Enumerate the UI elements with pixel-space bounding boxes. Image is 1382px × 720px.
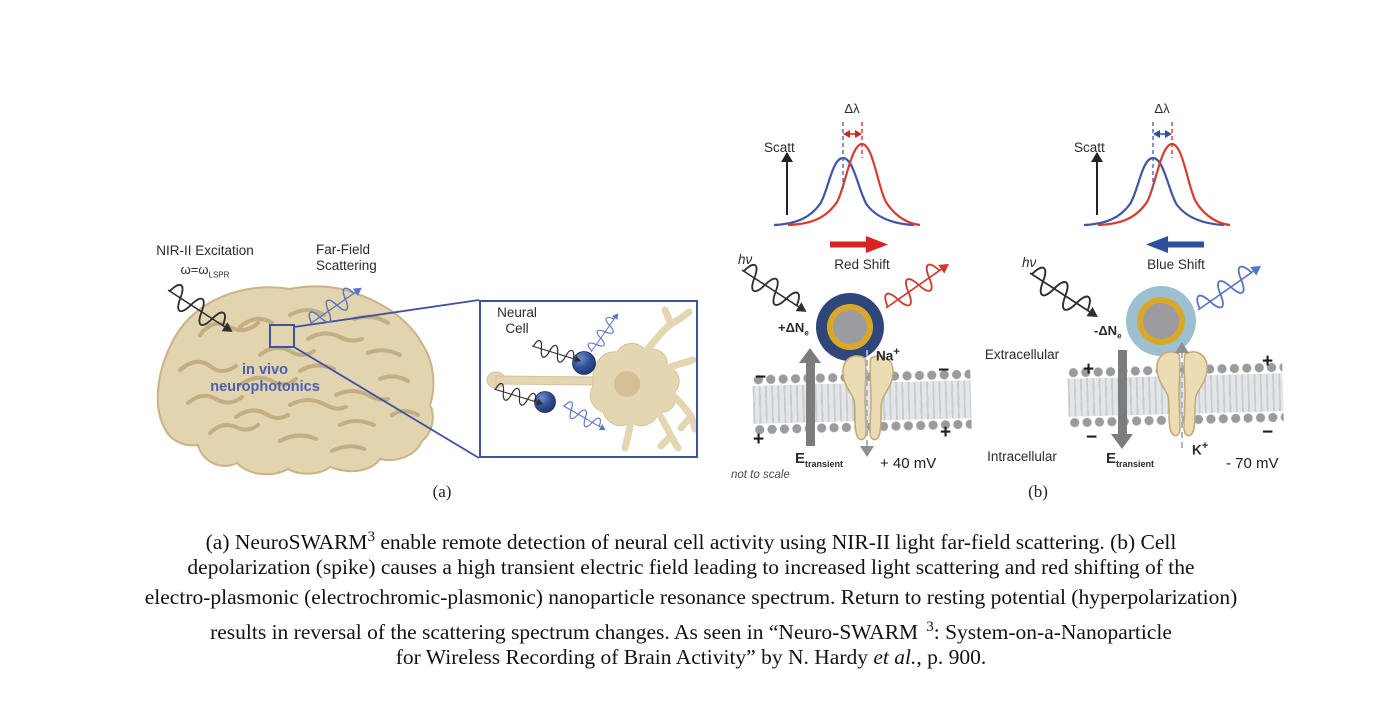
charge-sign: − (755, 367, 767, 388)
red-shift-spectrum (773, 122, 921, 227)
charge-sign: + (1262, 351, 1274, 372)
scatt-axis-label: Scatt (764, 140, 795, 155)
brain-illustration (156, 285, 480, 476)
e-transient-up-arrow (806, 362, 815, 446)
photon-wave-icon (582, 306, 628, 358)
photon-wave-icon (490, 378, 547, 416)
invivo-neurophotonics-label: in vivo neurophotonics (210, 362, 320, 396)
scatt-axis-arrow (786, 161, 788, 215)
potassium-flow-dashed-arrow (1181, 352, 1183, 448)
photon-wave-icon (1020, 257, 1109, 334)
blue-shift-arrow (1146, 236, 1204, 253)
delta-lambda-label: Δλ (1154, 101, 1170, 116)
caption-line: depolarization (spike) causes a high tra… (187, 555, 1195, 579)
potassium-ion-label: K+ (1192, 440, 1209, 458)
e-transient-up-arrowhead (799, 348, 821, 363)
not-to-scale-label: not to scale (731, 469, 790, 481)
red-shift-label: Red Shift (834, 257, 890, 272)
neural-cell-inset (479, 300, 698, 458)
membrane-potential-label: + 40 mV (880, 455, 937, 472)
charge-sign: − (1262, 422, 1274, 443)
sodium-channel (842, 355, 894, 441)
red-shift-arrow (830, 236, 888, 253)
nanoparticle-lower (534, 391, 556, 413)
charge-sign: − (938, 360, 950, 381)
intracellular-label: Intracellular (987, 449, 1057, 464)
blue-shift-spectrum (1083, 122, 1231, 227)
scatt-axis-arrowhead (781, 152, 793, 162)
panel-b-label: (b) (1028, 482, 1048, 501)
e-transient-label: Etransient (795, 450, 844, 469)
e-transient-down-arrow (1118, 350, 1127, 434)
caption-line: results in reversal of the scattering sp… (210, 619, 1172, 645)
hv-label: hν (738, 252, 753, 267)
blue-shift-label: Blue Shift (1147, 257, 1205, 272)
nir-excitation-label: NIR-II Excitation (156, 243, 254, 258)
caption-line: electro-plasmonic (electrochromic-plasmo… (144, 585, 1238, 609)
panel-a-label: (a) (432, 482, 452, 501)
sodium-flow-dashed-arrow (866, 350, 868, 446)
hv-label: hν (1022, 255, 1037, 270)
photon-wave-icon (557, 396, 612, 441)
neural-cell-label: Neural Cell (497, 305, 537, 336)
photon-wave-icon (1188, 251, 1273, 325)
far-field-scattering-label: Far-Field Scattering (316, 242, 377, 273)
e-transient-down-arrowhead (1111, 434, 1133, 449)
omega-lspr-label: ω=ωLSPR (180, 262, 230, 280)
caption-line: (a) NeuroSWARM3 enable remote detection … (205, 529, 1177, 555)
potassium-channel (1156, 351, 1208, 437)
caption-line: for Wireless Recording of Brain Activity… (395, 645, 987, 669)
photon-wave-icon (528, 335, 585, 373)
delta-ne-negative-label: -ΔNe (1094, 323, 1122, 341)
photon-wave-icon (732, 255, 817, 328)
nanoparticle-upper (572, 351, 596, 375)
e-transient-label: Etransient (1106, 450, 1155, 469)
scatt-axis-arrow (1096, 161, 1098, 215)
neuron-illustration (486, 306, 696, 452)
photon-wave-icon (301, 275, 371, 336)
sodium-ion-label: Na+ (876, 346, 900, 364)
scatt-axis-label: Scatt (1074, 140, 1105, 155)
delta-lambda-label: Δλ (844, 101, 860, 116)
electroplasmonic-nanoparticle-charged (816, 293, 884, 361)
delta-ne-positive-label: +ΔNe (778, 320, 809, 338)
sodium-flow-arrowhead (860, 446, 874, 457)
delta-lambda-arrow (843, 130, 862, 138)
scatt-axis-arrowhead (1091, 152, 1103, 162)
figure-caption: (a) NeuroSWARM3 enable remote detection … (0, 522, 1382, 672)
photon-wave-icon (158, 275, 243, 348)
potassium-flow-arrowhead (1175, 342, 1189, 353)
membrane-potential-label: - 70 mV (1226, 455, 1279, 472)
charge-sign: + (753, 429, 765, 450)
charge-sign: + (1083, 359, 1095, 380)
charge-sign: − (1086, 427, 1098, 448)
extracellular-label: Extracellular (984, 347, 1060, 362)
inset-connector-lines (269, 299, 480, 459)
charge-sign: + (940, 422, 952, 443)
electroplasmonic-nanoparticle-rest (1126, 286, 1196, 356)
photon-wave-icon (876, 249, 961, 323)
delta-lambda-arrow (1153, 130, 1172, 138)
